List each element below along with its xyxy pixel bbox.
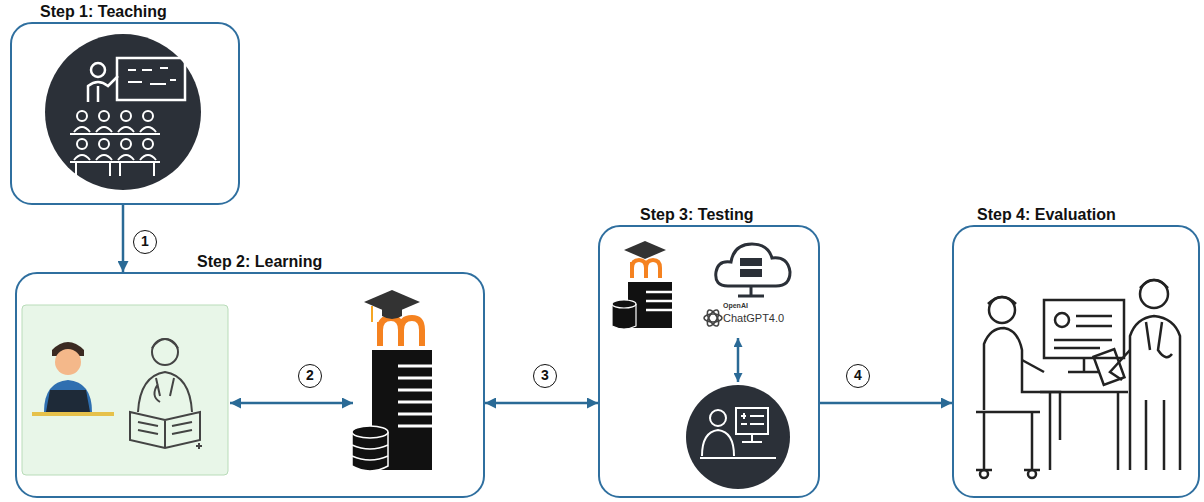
board-scribbles bbox=[128, 68, 176, 84]
flow-arrow bbox=[122, 205, 125, 272]
step-panel: Step 4: Evaluation bbox=[952, 225, 1200, 498]
head bbox=[710, 410, 726, 426]
logo-text: OpenAI bbox=[723, 302, 748, 309]
monitor bbox=[736, 408, 768, 434]
doctor-head bbox=[1140, 280, 1168, 308]
profile-avatar bbox=[1055, 313, 1069, 327]
icon-disc bbox=[686, 385, 790, 489]
monitor-details bbox=[700, 413, 776, 458]
doctor-coat bbox=[1130, 316, 1180, 470]
book bbox=[130, 412, 200, 448]
desk bbox=[32, 412, 114, 416]
body bbox=[702, 430, 734, 456]
icon-disc bbox=[45, 34, 201, 190]
logo-text: ChatGPT4.0 bbox=[723, 313, 784, 324]
server-unit bbox=[740, 258, 762, 266]
tassel bbox=[371, 306, 373, 322]
callout-number: 4 bbox=[846, 364, 870, 388]
stethoscope bbox=[154, 378, 174, 402]
step-heading: Step 3: Testing bbox=[640, 206, 754, 224]
classroom-icon bbox=[45, 34, 201, 190]
grad-cap bbox=[624, 241, 666, 259]
flow-arrow bbox=[485, 402, 598, 405]
moodle-server-icon bbox=[352, 290, 432, 471]
step-panel: Step 3: Testing bbox=[598, 225, 820, 498]
grad-cap-base bbox=[382, 306, 402, 319]
patient-body bbox=[984, 328, 1060, 440]
doctor-hair bbox=[1140, 280, 1168, 288]
server-vents bbox=[398, 366, 432, 426]
head bbox=[152, 339, 178, 365]
student-laptop-icon bbox=[32, 342, 114, 416]
teacher-head bbox=[91, 63, 105, 77]
chair bbox=[976, 412, 1040, 470]
step-heading: Step 4: Evaluation bbox=[977, 206, 1116, 224]
stethoscope bbox=[1146, 322, 1172, 357]
chair-wheel bbox=[980, 470, 988, 478]
body bbox=[44, 380, 92, 412]
moodle-m bbox=[632, 260, 660, 278]
consultation-icon bbox=[976, 280, 1180, 478]
book-lines bbox=[138, 422, 192, 434]
hair bbox=[152, 339, 178, 348]
learner-panel bbox=[22, 305, 228, 475]
step-panel: Step 2: Learning bbox=[15, 272, 485, 498]
doctor-computer-icon bbox=[686, 385, 790, 489]
moodle-server-small bbox=[612, 241, 672, 329]
chatgpt-logo bbox=[704, 308, 722, 328]
callout-number: 3 bbox=[533, 364, 557, 388]
step-panel: Step 1: Teaching bbox=[10, 22, 240, 205]
chair-wheel bbox=[1028, 470, 1036, 478]
cloud bbox=[716, 244, 790, 286]
flow-arrow bbox=[820, 402, 952, 405]
api-arrow bbox=[737, 338, 740, 382]
blackboard bbox=[117, 58, 185, 100]
teacher-body bbox=[88, 76, 118, 102]
plus-sign bbox=[196, 443, 202, 449]
cloud-server-icon bbox=[716, 244, 790, 296]
callout-number: 2 bbox=[298, 364, 322, 388]
patient-head bbox=[989, 297, 1015, 323]
step-heading: Step 1: Teaching bbox=[40, 3, 167, 21]
patient-arm bbox=[1022, 360, 1044, 372]
step-heading: Step 2: Learning bbox=[197, 253, 322, 271]
server-vents bbox=[646, 292, 672, 310]
server-unit bbox=[740, 269, 762, 277]
doctor-reading-icon bbox=[130, 339, 202, 449]
laptop bbox=[46, 390, 90, 412]
network-stem bbox=[738, 286, 764, 296]
head bbox=[55, 349, 81, 375]
patient-hair bbox=[988, 297, 1016, 304]
coat bbox=[138, 372, 192, 412]
database-bands bbox=[352, 445, 388, 460]
link-arrow bbox=[230, 402, 353, 405]
database-top bbox=[612, 300, 636, 308]
clipboard bbox=[1094, 349, 1125, 385]
moodle-m bbox=[380, 318, 422, 346]
database-top bbox=[352, 426, 388, 438]
monitor-and-desk bbox=[1040, 316, 1128, 470]
callout-number: 1 bbox=[133, 230, 157, 254]
students bbox=[70, 111, 160, 176]
